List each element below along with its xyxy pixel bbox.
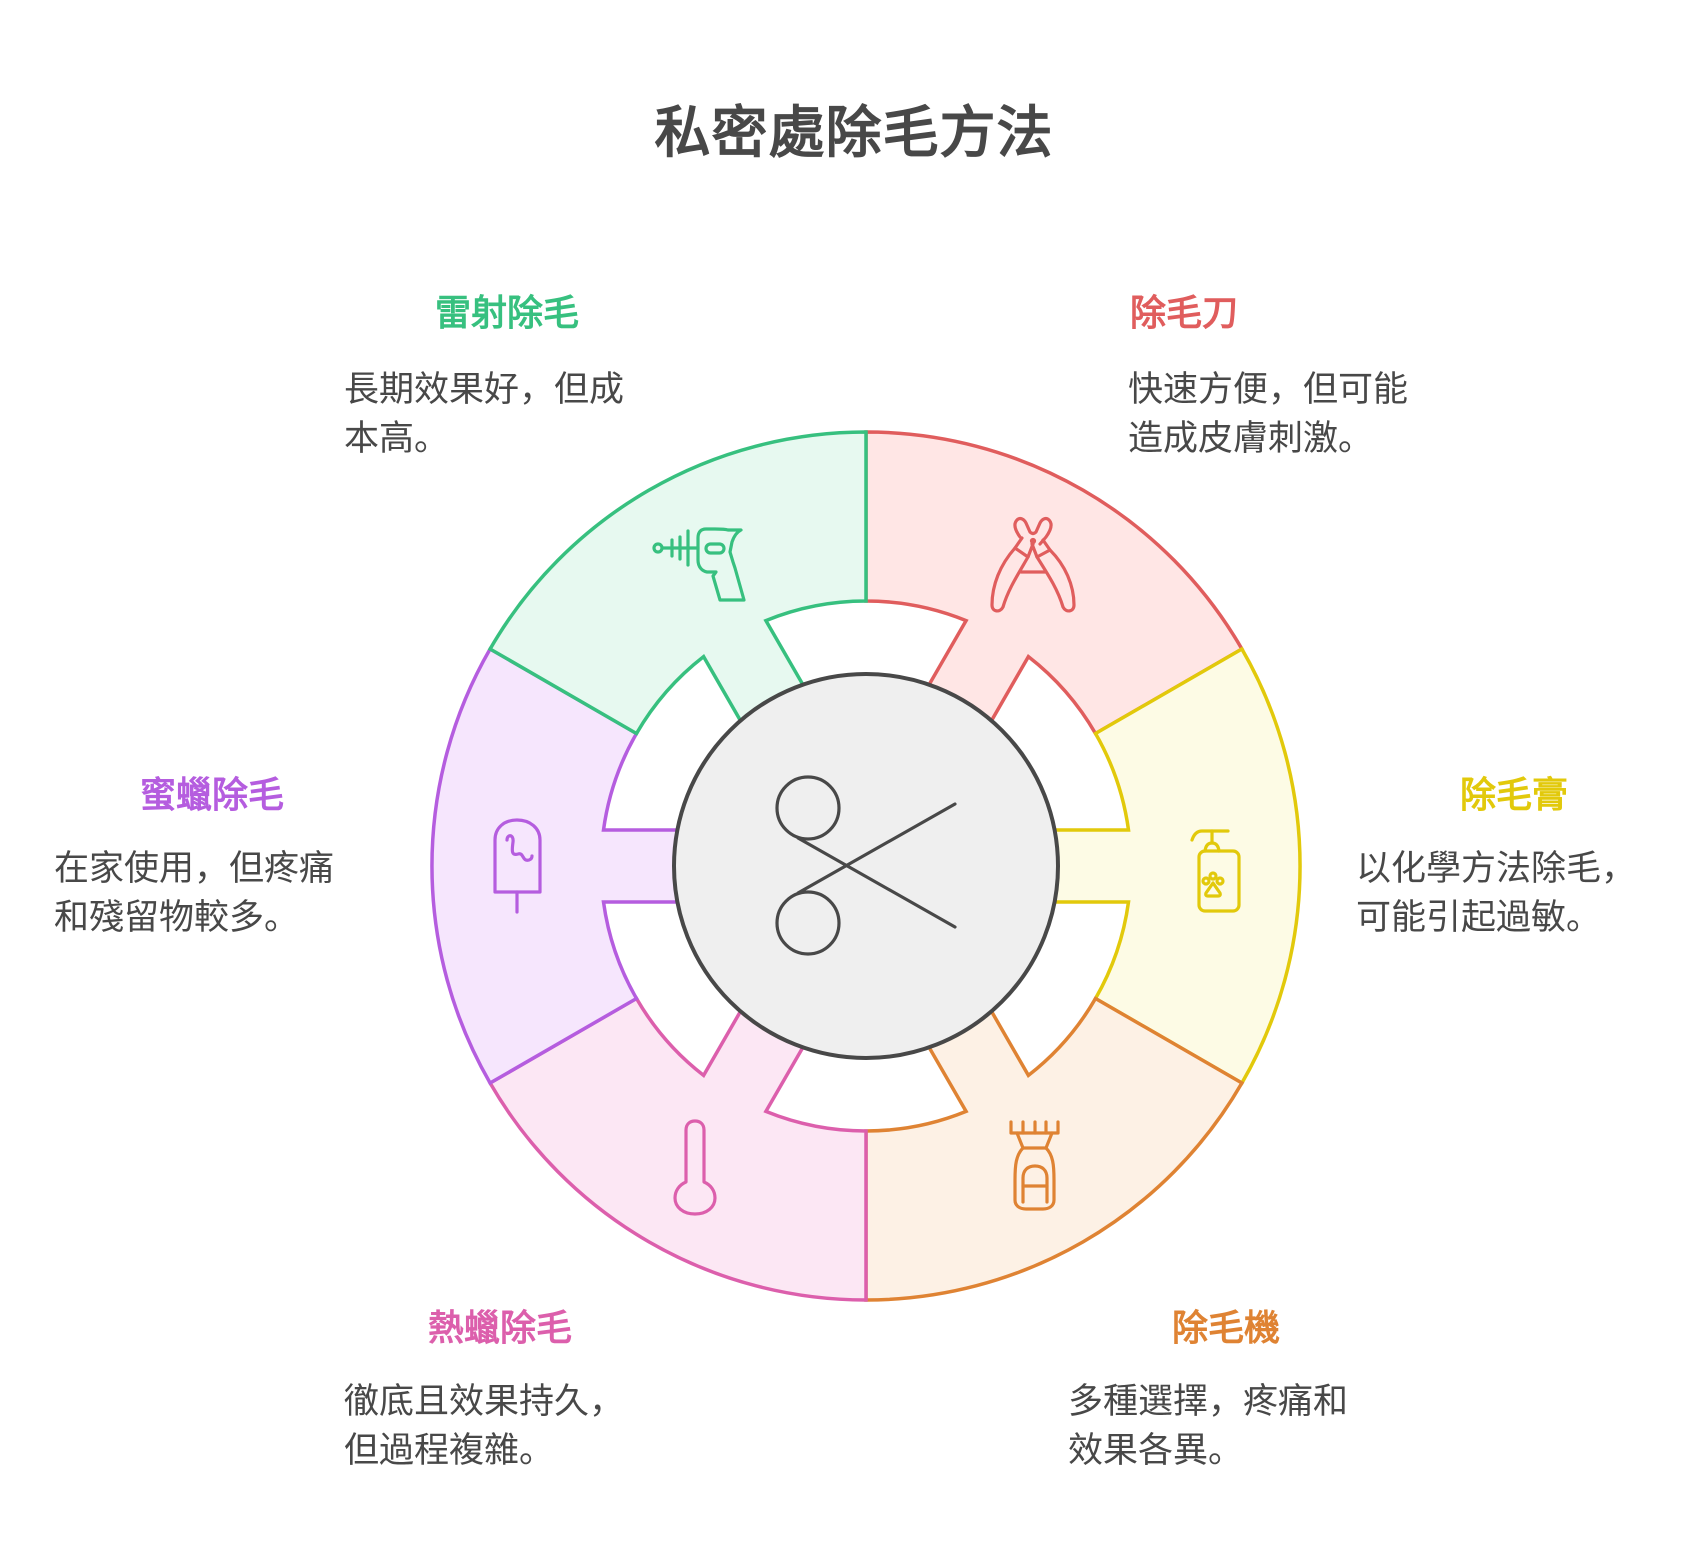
scissors-icon: [775, 775, 957, 956]
method-desc-cream: 以化學方法除毛， 可能引起過敏。: [1356, 849, 1637, 938]
wheel-segment-laser: [487, 430, 868, 736]
method-label-laser: 雷射除毛: [342, 290, 672, 338]
method-label-cream: 除毛膏: [1460, 772, 1660, 820]
popsicle-icon: [493, 818, 542, 914]
method-label-razor: 除毛刀: [1130, 290, 1460, 338]
method-title: 雷射除毛: [434, 293, 579, 334]
method-desc-razor: 快速方便，但可能 造成皮膚刺激。: [1128, 370, 1409, 459]
nail-clipper-icon: [990, 516, 1076, 613]
diagram-title: 私密處除毛方法: [654, 101, 1054, 166]
trimmer-icon: [1009, 1120, 1060, 1211]
method-title: 蜜蠟除毛: [140, 775, 285, 816]
method-desc-machine: 多種選擇，疼痛和 效果各異。: [1068, 1382, 1349, 1471]
method-title: 除毛刀: [1130, 293, 1239, 334]
method-desc-hot-wax: 徹底且效果持久， 但過程複雜。: [344, 1382, 625, 1471]
method-desc-beeswax: 在家使用，但疼痛 和殘留物較多。: [54, 849, 335, 938]
method-label-beeswax: 蜜蠟除毛: [140, 772, 340, 820]
method-title: 除毛膏: [1460, 775, 1569, 816]
ray-gun-icon: [652, 527, 746, 602]
method-title: 除毛機: [1172, 1308, 1281, 1349]
pump-bottle-icon: [1190, 829, 1241, 913]
center-hub: [672, 672, 1060, 1060]
method-desc-laser: 長期效果好，但成 本高。: [344, 370, 625, 459]
method-title: 熱蠟除毛: [428, 1308, 573, 1349]
method-label-machine: 除毛機: [1172, 1305, 1372, 1353]
method-label-hot-wax: 熱蠟除毛: [428, 1305, 628, 1353]
thermometer-icon: [673, 1119, 717, 1216]
